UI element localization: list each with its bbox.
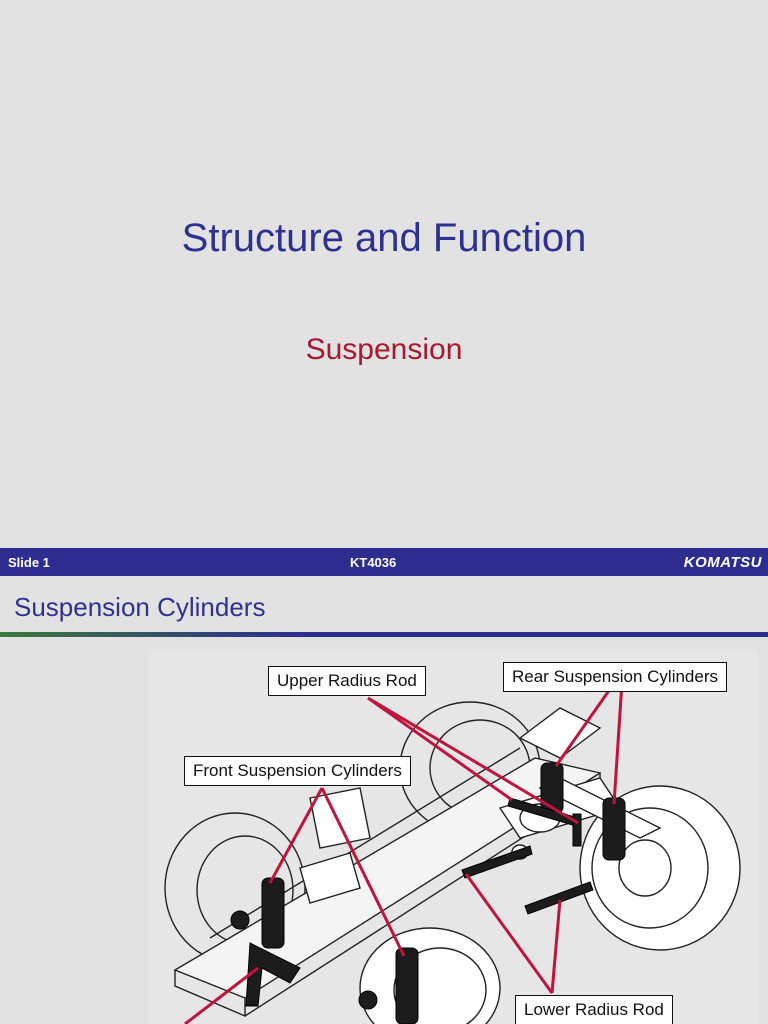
label-upper-radius-rod: Upper Radius Rod [268, 666, 426, 696]
lower-radius-rod-right [524, 881, 594, 915]
slide-footer-bar: Slide 1 KT4036 KOMATSU [0, 548, 768, 576]
pointer-arrows [184, 681, 624, 1024]
content-slide-title: Suspension Cylinders [14, 592, 266, 622]
front-left-spindle [245, 942, 301, 1007]
front-right-hub [358, 990, 378, 1010]
front-left-cylinder [261, 877, 285, 949]
rear-right-cylinder [602, 797, 626, 861]
label-lower-radius-rod: Lower Radius Rod [515, 995, 673, 1024]
upper-radius-rod-bracket [572, 813, 582, 847]
content-slide: Suspension Cylinders [0, 576, 768, 1024]
label-rear-suspension-cylinders: Rear Suspension Cylinders [503, 662, 727, 692]
title-underline [0, 632, 768, 637]
course-code: KT4036 [350, 555, 397, 570]
slide-subtitle: Suspension [305, 333, 463, 366]
truck-frame-drawing [148, 650, 758, 1024]
front-left-hub [230, 910, 250, 930]
suspension-components [230, 762, 626, 1024]
lower-radius-rod-left [461, 845, 533, 879]
rear-left-cylinder [540, 762, 564, 814]
slide-number: Slide 1 [8, 555, 50, 570]
label-front-suspension-cylinders: Front Suspension Cylinders [184, 756, 411, 786]
suspension-diagram [148, 650, 758, 1024]
slide-title: Structure and Function [181, 216, 587, 260]
front-right-cylinder [395, 947, 419, 1024]
title-slide: Structure and Function Suspension [181, 216, 587, 366]
komatsu-logo: KOMATSU [683, 554, 762, 571]
